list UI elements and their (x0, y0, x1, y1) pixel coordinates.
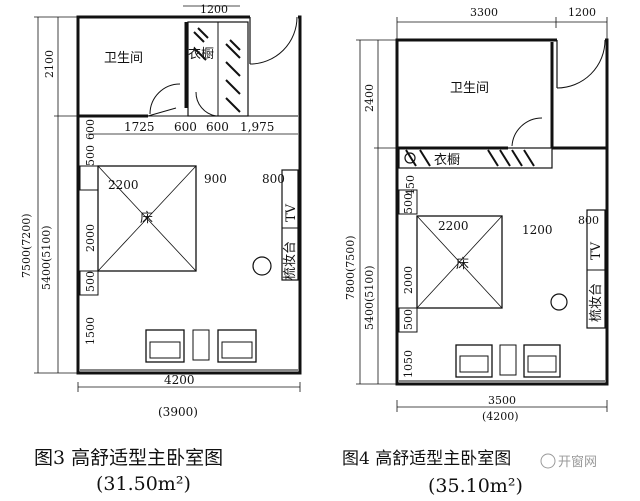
fig4-dim-800: 800 (578, 214, 599, 227)
fig4-dim-7800: 7800(7500) (344, 235, 357, 300)
fig3-dim-top: 1200 (200, 3, 228, 16)
fig4-dim-4200: (4200) (482, 410, 519, 423)
fig3-dimensions (34, 5, 301, 392)
fig4-dim-2000: 2000 (402, 266, 415, 294)
fig4-plan (395, 37, 609, 386)
fig4-dim-1200: 1200 (522, 223, 553, 237)
fig4-caption-area: (35.10m²) (428, 475, 523, 497)
fig4-dim-3300: 3300 (470, 6, 498, 19)
fig4-dimensions (356, 17, 608, 412)
fig4-room-closet: 衣橱 (434, 152, 460, 168)
fig4-labels: 3300 1200 2400 7800(7500) 5400(5100) 卫生间… (342, 6, 604, 497)
fig3-dim-500b: 500 (84, 271, 97, 292)
fig3-room-bathroom: 卫生间 (104, 51, 143, 66)
fig3-caption-title: 图3 高舒适型主卧室图 (34, 447, 223, 469)
watermark-text: 开窗网 (558, 454, 597, 470)
fig3-room-dresser: 梳妆台 (283, 241, 298, 280)
fig3-room-tv: TV (284, 203, 299, 222)
fig3-dim-1975: 1,975 (240, 120, 274, 134)
fig3-room-closet: 衣橱 (188, 46, 214, 62)
fig3-dim-1725: 1725 (124, 120, 155, 134)
fig4-room-bathroom: 卫生间 (450, 81, 489, 96)
fig3-dim-800: 800 (262, 172, 285, 186)
fig4-dim-450: 450 (404, 175, 417, 196)
fig4-room-tv: TV (589, 241, 604, 260)
fig4-dim-500b: 500 (402, 309, 415, 330)
fig4-dim-1200: 1200 (568, 6, 596, 19)
watermark: 开窗网 (540, 453, 597, 470)
fig3-dim-2100: 2100 (43, 50, 56, 78)
fig3-dim-5400: 5400(5100) (40, 225, 53, 290)
fig3-dim-900: 900 (204, 172, 227, 186)
fig4-room-bed: 床 (456, 257, 469, 272)
fig3-dim-2200: 2200 (108, 178, 139, 192)
fig3-dim-4200: 4200 (164, 373, 195, 387)
fig3-dim-600c: 600 (206, 120, 229, 134)
fig3-dim-1500: 1500 (84, 317, 97, 345)
fig4-dim-3500: 3500 (488, 394, 516, 407)
fig3-dim-600a: 600 (84, 119, 97, 140)
fig4-dim-1050: 1050 (402, 350, 415, 378)
fig4-dim-2200: 2200 (438, 219, 469, 233)
fig3-dim-3900: (3900) (158, 405, 198, 419)
fig3-plan (76, 14, 302, 375)
fig3-caption-area: (31.50m²) (96, 473, 191, 495)
fig3-dim-600b: 600 (174, 120, 197, 134)
fig3-room-bed: 床 (140, 211, 153, 226)
fig4-dim-5400: 5400(5100) (363, 265, 376, 330)
fig4-dim-2400: 2400 (363, 84, 376, 112)
wechat-icon (540, 453, 556, 469)
fig4-caption-title: 图4 高舒适型主卧室图 (342, 449, 511, 469)
fig4-dim-500a: 500 (402, 193, 415, 214)
fig3-dim-7500: 7500(7200) (20, 213, 33, 278)
fig3-dim-2000: 2000 (84, 224, 97, 252)
fig3-dim-500a: 500 (84, 145, 97, 166)
fig3-labels: 1200 2100 5400(5100) 7500(7200) 卫生间 衣橱 床… (20, 3, 299, 495)
fig4-room-dresser: 梳妆台 (589, 283, 604, 322)
